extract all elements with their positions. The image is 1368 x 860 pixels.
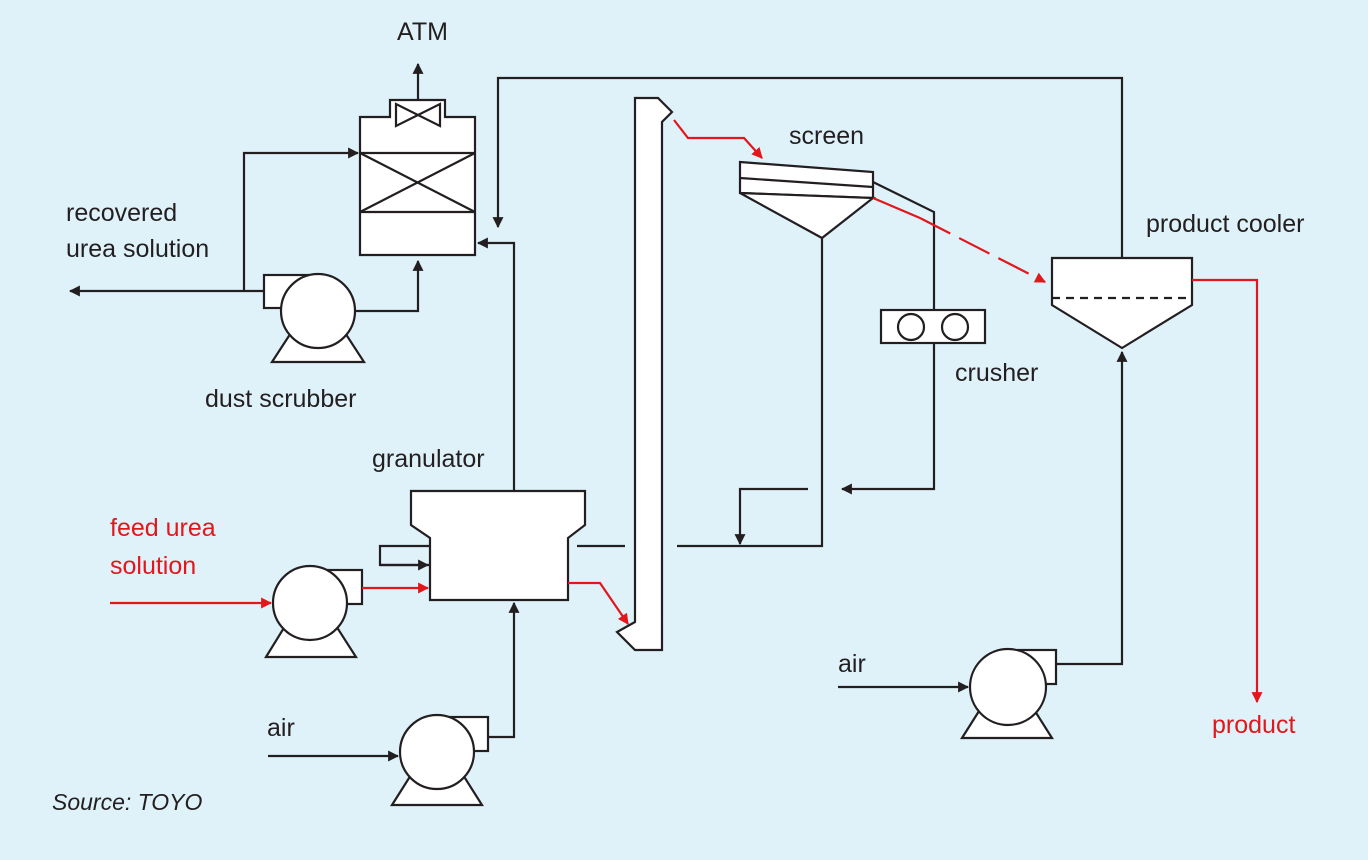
crusher-icon — [879, 308, 987, 345]
scrubber-tower — [358, 98, 477, 257]
air-to-granulator-line — [488, 601, 520, 739]
screen-label: screen — [789, 122, 864, 150]
onsize-line-dashed — [919, 217, 1046, 283]
fines-return-line — [677, 238, 824, 548]
crusher-return-line — [840, 343, 936, 495]
product-cooler-vessel — [1050, 256, 1194, 350]
cooler-air-fan-icon — [960, 647, 1058, 740]
granulator-label: granulator — [372, 445, 485, 473]
source-caption: Source: TOYO — [52, 789, 203, 815]
granulator-vessel — [409, 489, 587, 602]
atm-label: ATM — [397, 18, 448, 46]
air-cooler-label: air — [838, 650, 866, 678]
air-granulator-label: air — [267, 714, 295, 742]
product-label: product — [1212, 711, 1295, 739]
scrubber-spray-line — [242, 147, 360, 291]
granulator-recycle-loop — [378, 544, 430, 567]
product-outlet-line — [1192, 278, 1263, 704]
feed-pump-icon — [264, 564, 364, 659]
scrubber-recycle-line — [355, 259, 424, 313]
granulator-to-elevator-line — [568, 581, 629, 625]
feed-urea-label-line1: feed urea — [110, 514, 216, 542]
crusher-to-recycle-arrow — [734, 487, 808, 546]
recovered-label-line2: urea solution — [66, 235, 209, 263]
air-to-cooler-line — [1056, 350, 1128, 666]
atm-valve-icon — [394, 102, 442, 128]
oversize-line — [872, 181, 936, 310]
elevator-to-screen-line — [673, 119, 763, 159]
product-cooler-label: product cooler — [1146, 210, 1304, 238]
feed-urea-label-line2: solution — [110, 552, 196, 580]
bucket-elevator — [615, 96, 674, 652]
crusher-label: crusher — [955, 359, 1038, 387]
scrubber-pump-icon — [262, 272, 367, 364]
granulator-exhaust-line — [476, 237, 516, 491]
onsize-line-solid — [872, 196, 921, 220]
recovered-label-line1: recovered — [66, 199, 177, 227]
granulator-air-fan-icon — [390, 713, 490, 807]
cooler-exhaust-line — [492, 76, 1124, 258]
dust-scrubber-label: dust scrubber — [205, 385, 356, 413]
screen-unit — [738, 160, 877, 240]
